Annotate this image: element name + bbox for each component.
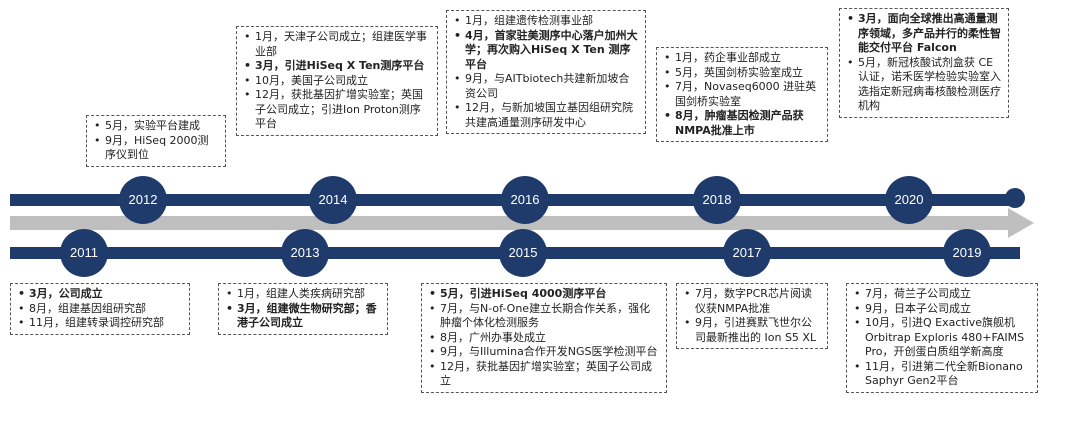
year-2012-marker: 2012	[119, 176, 167, 224]
event-item: 3月，面向全球推出高通量测序领域，多产品并行的柔性智能交付平台 Falcon	[847, 12, 1002, 56]
event-item: 1月，天津子公司成立；组建医学事业部	[244, 30, 431, 59]
events-2013-box: 1月，组建人类疾病研究部3月，组建微生物研究部；香港子公司成立	[218, 283, 388, 335]
events-2016-box: 1月，组建遗传检测事业部4月，首家驻美测序中心落户加州大学；再次购入HiSeq …	[446, 10, 646, 134]
event-item: 5月，实验平台建成	[94, 119, 219, 134]
event-item: 11月，引进第二代全新Bionano Saphyr Gen2平台	[854, 360, 1031, 389]
year-2014-marker: 2014	[309, 176, 357, 224]
event-item: 3月，组建微生物研究部；香港子公司成立	[226, 302, 381, 331]
events-2017-box: 7月，数字PCR芯片阅读仪获NMPA批准9月，引进赛默飞世尔公司最新推出的 Io…	[676, 283, 828, 349]
event-item: 3月，引进HiSeq X Ten测序平台	[244, 59, 431, 74]
event-item: 9月，日本子公司成立	[854, 302, 1031, 317]
event-item: 7月，与N-of-One建立长期合作关系，强化肿瘤个体化检测服务	[429, 302, 660, 331]
year-2011-marker: 2011	[60, 229, 108, 277]
event-item: 9月，引进赛默飞世尔公司最新推出的 Ion S5 XL	[684, 316, 821, 345]
event-item: 9月，与AITbiotech共建新加坡合资公司	[454, 72, 639, 101]
event-item: 12月，获批基因扩增实验室；英国子公司成立	[429, 360, 660, 389]
events-2011-box: 3月，公司成立8月，组建基因组研究部11月，组建转录调控研究部	[10, 283, 190, 335]
timeline-end-dot	[1005, 188, 1025, 208]
events-2014-box: 1月，天津子公司成立；组建医学事业部3月，引进HiSeq X Ten测序平台10…	[236, 26, 438, 136]
events-2018-box: 1月，药企事业部成立5月，英国剑桥实验室成立7月，Novaseq6000 进驻英…	[656, 47, 828, 142]
event-item: 7月，Novaseq6000 进驻英国剑桥实验室	[664, 80, 821, 109]
event-item: 9月，HiSeq 2000测序仪到位	[94, 134, 219, 163]
event-item: 3月，公司成立	[18, 287, 183, 302]
event-item: 8月，广州办事处成立	[429, 331, 660, 346]
year-2013-marker: 2013	[281, 229, 329, 277]
event-item: 8月，组建基因组研究部	[18, 302, 183, 317]
event-item: 12月，获批基因扩增实验室；英国子公司成立；引进Ion Proton测序平台	[244, 88, 431, 132]
event-item: 7月，数字PCR芯片阅读仪获NMPA批准	[684, 287, 821, 316]
events-2012-box: 5月，实验平台建成9月，HiSeq 2000测序仪到位	[86, 115, 226, 167]
events-2015-box: 5月，引进HiSeq 4000测序平台7月，与N-of-One建立长期合作关系，…	[421, 283, 667, 393]
event-item: 7月，荷兰子公司成立	[854, 287, 1031, 302]
event-item: 11月，组建转录调控研究部	[18, 316, 183, 331]
timeline-arrow-head	[1008, 208, 1034, 238]
event-item: 5月，英国剑桥实验室成立	[664, 66, 821, 81]
event-item: 1月，药企事业部成立	[664, 51, 821, 66]
event-item: 1月，组建遗传检测事业部	[454, 14, 639, 29]
year-2015-marker: 2015	[499, 229, 547, 277]
event-item: 10月，美国子公司成立	[244, 74, 431, 89]
event-item: 1月，组建人类疾病研究部	[226, 287, 381, 302]
event-item: 4月，首家驻美测序中心落户加州大学；再次购入HiSeq X Ten 测序平台	[454, 29, 639, 73]
year-2017-marker: 2017	[723, 229, 771, 277]
event-item: 5月，引进HiSeq 4000测序平台	[429, 287, 660, 302]
year-2016-marker: 2016	[501, 176, 549, 224]
event-item: 5月，新冠核酸试剂盒获 CE 认证，诺禾医学检验实验室入选指定新冠病毒核酸检测医…	[847, 56, 1002, 114]
event-item: 10月，引进Q Exactive旗舰机Orbitrap Exploris 480…	[854, 316, 1031, 360]
events-2019-box: 7月，荷兰子公司成立9月，日本子公司成立10月，引进Q Exactive旗舰机O…	[846, 283, 1038, 393]
year-2019-marker: 2019	[943, 229, 991, 277]
year-2020-marker: 2020	[885, 176, 933, 224]
timeline-arrow-shaft	[10, 216, 1010, 230]
event-item: 9月，与Illumina合作开发NGS医学检测平台	[429, 345, 660, 360]
year-2018-marker: 2018	[693, 176, 741, 224]
event-item: 12月，与新加坡国立基因组研究院共建高通量测序研发中心	[454, 101, 639, 130]
events-2020-box: 3月，面向全球推出高通量测序领域，多产品并行的柔性智能交付平台 Falcon5月…	[839, 8, 1009, 118]
event-item: 8月，肿瘤基因检测产品获NMPA批准上市	[664, 109, 821, 138]
